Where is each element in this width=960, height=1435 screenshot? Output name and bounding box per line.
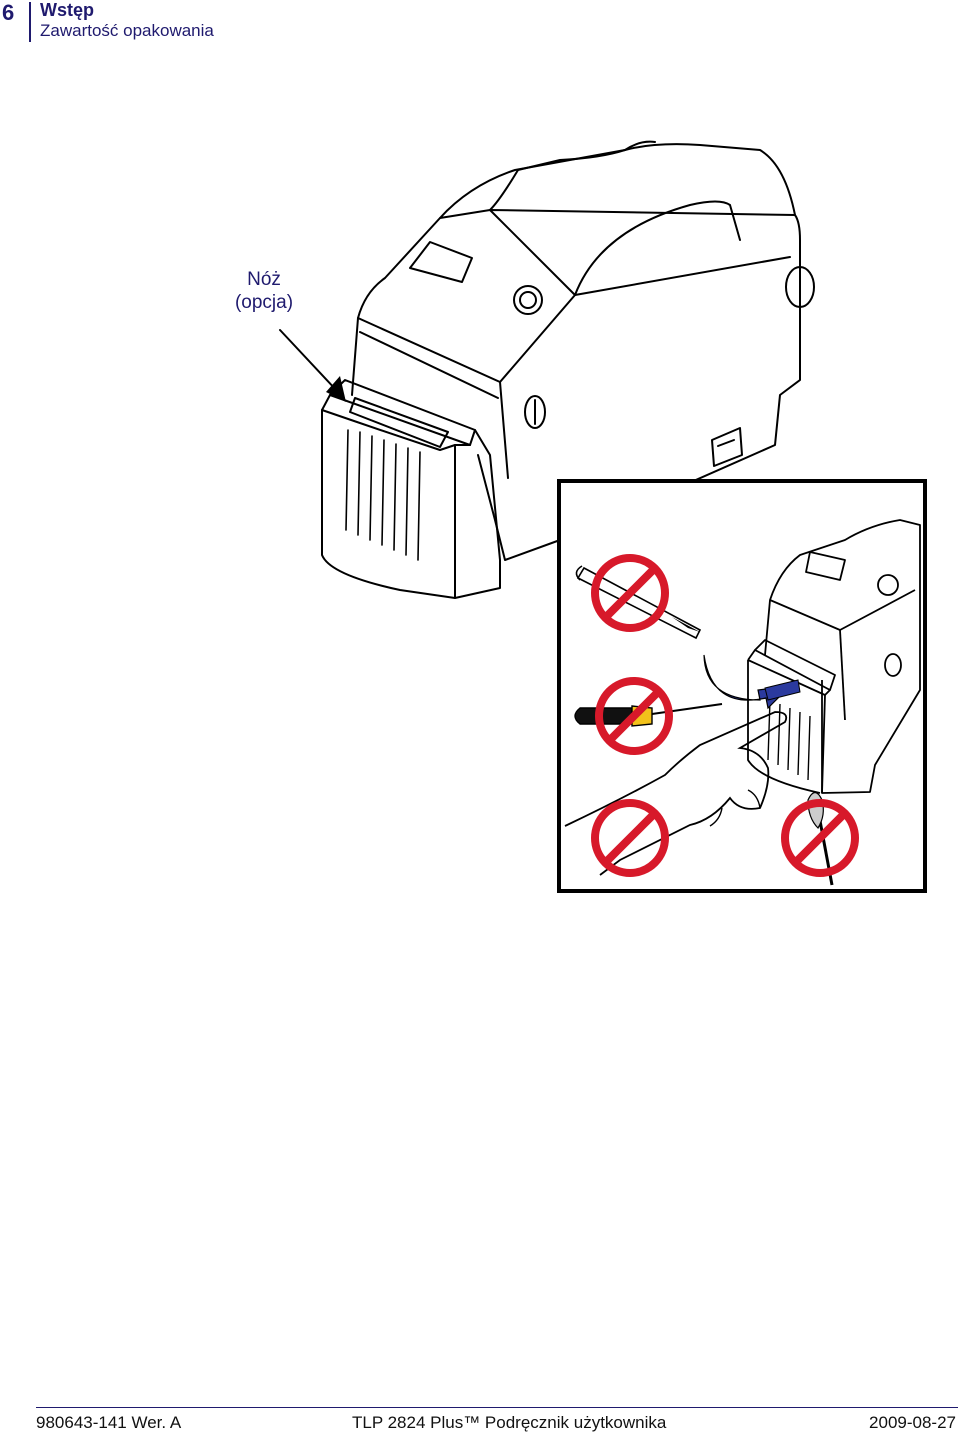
printer-body — [351, 140, 815, 561]
cutter-vents — [345, 429, 421, 561]
footer-doc-number: 980643-141 Wer. A — [36, 1413, 182, 1432]
callout-line-1: Nóż — [247, 269, 281, 290]
cutter-callout-label: Nóż (opcja) — [222, 268, 306, 314]
cutter-module — [321, 379, 501, 599]
footer-title: TLP 2824 Plus™ Podręcznik użytkownika — [352, 1413, 667, 1432]
footer-rule — [36, 1407, 958, 1408]
page-number: 6 — [2, 0, 15, 25]
subsection-title: Zawartość opakowania — [40, 21, 214, 40]
no-finger-icon — [591, 799, 669, 877]
section-title: Wstęp — [40, 0, 94, 20]
footer-date: 2009-08-27 — [869, 1413, 956, 1432]
no-pen-icon — [575, 554, 702, 640]
callout-arrow — [279, 329, 339, 393]
hand-icon — [564, 711, 788, 876]
no-brush-icon — [781, 791, 859, 886]
no-screwdriver-icon — [574, 677, 723, 755]
header-divider — [29, 2, 31, 42]
callout-arrowhead — [326, 376, 346, 402]
warning-inset — [557, 479, 927, 893]
callout-line-2: (opcja) — [234, 292, 294, 313]
